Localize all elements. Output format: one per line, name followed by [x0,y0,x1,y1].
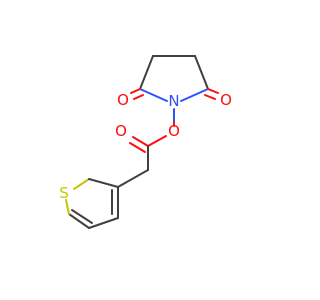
atom-label-o4: O [115,122,127,140]
svg-text:O: O [168,122,180,140]
atom-label-o1: O [117,91,129,109]
bond-c3-c4 [194,55,209,90]
bond-c1-o1-b [133,94,144,100]
svg-text:N: N [168,92,179,110]
atom-label-s: S [59,184,69,202]
bond-c2-c1 [139,55,154,90]
bond-c5t-c5s-double [71,209,93,224]
svg-text:O: O [115,122,127,140]
bond-c1-n [139,88,168,102]
bond-cester-o4-b [129,142,146,153]
bond-c4-o2-a [207,88,219,94]
atom-label-o2: O [220,91,232,109]
bond-s-c2t [73,178,90,190]
atom-label-n: N [168,92,179,110]
bond-c1-o1-a [130,88,141,94]
bond-cester-o4-a [132,136,149,147]
atom-label-o3: O [168,122,180,140]
molecule-structure: O O N O O S [59,55,232,229]
bond-c4-n [180,88,209,102]
bond-c5s-s [65,199,70,215]
svg-text:O: O [117,91,129,109]
bond-c2t-c3t [88,178,119,188]
bond-c4-o2-b [204,94,216,100]
thiophene-ring [65,178,119,229]
svg-text:O: O [220,91,232,109]
bond-ch2-c3t [117,169,149,188]
bond-o3-cester [147,135,167,147]
svg-text:S: S [59,184,69,202]
bond-c4t-c5t [88,217,119,229]
bond-c5t-c5s [68,213,90,229]
succinimide-ring [130,55,219,102]
